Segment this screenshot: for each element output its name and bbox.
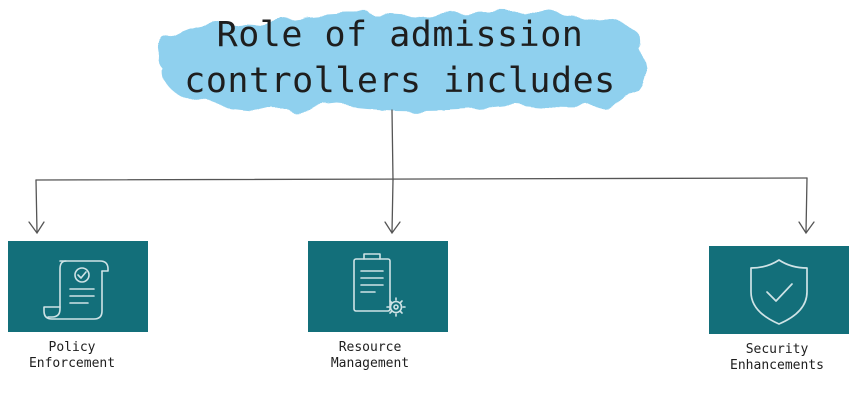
branch-line — [35, 177, 808, 181]
drop-line-right — [805, 177, 808, 233]
resource-management-label-line-2: Management — [330, 356, 410, 371]
connector-lines — [28, 109, 815, 235]
security-enhancements-label: Security Enhancements — [697, 342, 857, 374]
policy-enforcement-label-line-2: Enforcement — [28, 356, 116, 371]
policy-enforcement-label-line-1: Policy — [48, 340, 96, 355]
resource-management-card — [308, 241, 448, 332]
drop-line-center — [391, 179, 394, 233]
policy-enforcement-label: Policy Enforcement — [0, 340, 152, 372]
policy-enforcement-card — [8, 241, 148, 332]
drop-line-left — [35, 179, 38, 233]
trunk-line — [391, 109, 394, 181]
clipboard-gear-icon — [353, 253, 406, 317]
security-enhancements-label-line-1: Security — [745, 342, 809, 357]
arrowhead-right — [798, 221, 815, 235]
arrowhead-left — [28, 221, 45, 235]
title-cloud — [157, 11, 646, 111]
diagram-title: Role of admission controllers includes — [160, 12, 640, 104]
title-line-2: controllers includes — [184, 61, 616, 101]
resource-management-label: Resource Management — [290, 340, 450, 372]
scroll-check-icon — [43, 260, 109, 320]
resource-management-label-line-1: Resource — [338, 340, 402, 355]
security-enhancements-card — [709, 246, 849, 334]
arrowhead-center — [384, 221, 401, 235]
shield-check-icon — [750, 259, 808, 325]
title-line-1: Role of admission — [216, 15, 584, 55]
security-enhancements-label-line-2: Enhancements — [730, 358, 824, 373]
